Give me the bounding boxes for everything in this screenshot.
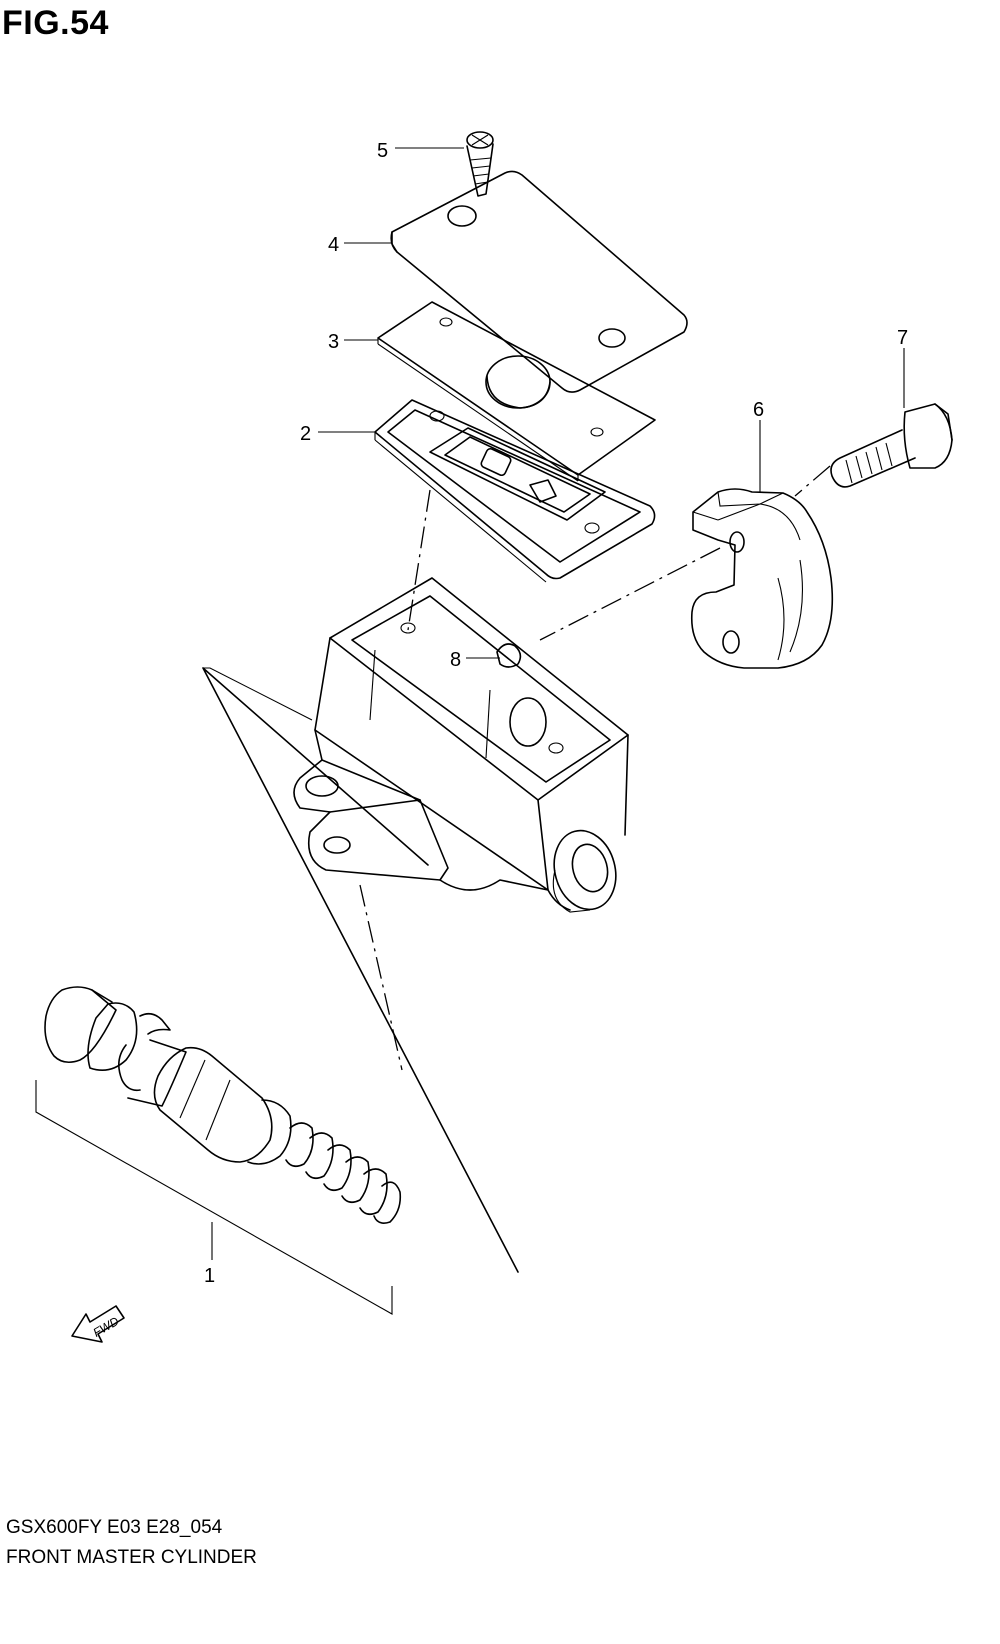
part-7-bolt (830, 403, 953, 488)
callout-3: 3 (328, 331, 339, 353)
fwd-label: FWD (91, 1314, 122, 1340)
master-cylinder-body (293, 577, 629, 913)
callout-8: 8 (450, 649, 461, 671)
assembly-name-label: FRONT MASTER CYLINDER (6, 1547, 257, 1568)
part-2-diaphragm (374, 399, 656, 583)
part-1-piston-assembly (35, 986, 402, 1315)
callout-4: 4 (328, 234, 339, 256)
fwd-arrow-icon: FWD (71, 1305, 125, 1343)
callout-5: 5 (377, 140, 388, 162)
callout-1: 1 (204, 1265, 215, 1287)
part-3-diaphragm-plate (377, 301, 656, 482)
model-code-label: GSX600FY E03 E28_054 (6, 1517, 223, 1538)
callout-2: 2 (300, 423, 311, 445)
part-4-reservoir-cap (390, 170, 688, 393)
figure-title: FIG.54 (2, 4, 109, 42)
callout-7: 7 (897, 327, 908, 349)
part-6-clamp-holder (690, 488, 834, 669)
callout-6: 6 (753, 399, 764, 421)
